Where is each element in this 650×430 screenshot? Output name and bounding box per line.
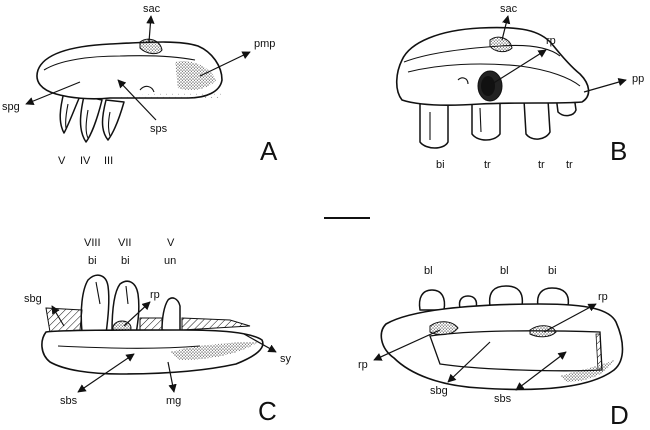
panel-c-label-rp: rp	[150, 289, 160, 301]
panel-d-tooth-type-2: bl	[500, 265, 509, 277]
panel-a-tooth-position-2: IV	[80, 155, 91, 167]
panel-c-label-sy: sy	[280, 353, 292, 365]
panel-c-label-sbs: sbs	[60, 395, 78, 407]
panel-a-label-sps: sps	[150, 123, 168, 135]
panel-c-tooth-type-3: un	[164, 255, 176, 267]
panel-d-tooth-type-3: bi	[548, 265, 557, 277]
panel-a-tooth-position-3: III	[104, 155, 113, 167]
panel-c: VIII VII V bi bi un sbg rp sy sbs mg C	[24, 237, 292, 426]
panel-b-tooth-type-4: tr	[566, 159, 573, 171]
panel-b: sac rp pp bi tr tr tr B	[396, 3, 644, 171]
panel-d-label-rp-right: rp	[598, 291, 608, 303]
panel-d-label-rp-left: rp	[358, 359, 368, 371]
panel-a-label-spg: spg	[2, 101, 20, 113]
panel-c-tooth-type-2: bi	[121, 255, 130, 267]
panel-c-tooth-position-2: VII	[118, 237, 131, 249]
panel-a-letter: A	[260, 136, 278, 166]
panel-d-label-sbs: sbs	[494, 393, 512, 405]
panel-b-tooth-type-1: bi	[436, 159, 445, 171]
panel-b-letter: B	[610, 136, 627, 166]
panel-a-label-sac: sac	[143, 3, 161, 15]
panel-c-tooth-type-1: bi	[88, 255, 97, 267]
panel-c-label-sbg: sbg	[24, 293, 42, 305]
panel-c-tooth-position-1: VIII	[84, 237, 101, 249]
panel-a-tooth-position-1: V	[58, 155, 66, 167]
panel-c-letter: C	[258, 396, 277, 426]
panel-b-label-sac: sac	[500, 3, 518, 15]
panel-d-label-sbg: sbg	[430, 385, 448, 397]
panel-b-label-rp: rp	[546, 35, 556, 47]
panel-c-tooth-position-3: V	[167, 237, 175, 249]
panel-c-label-mg: mg	[166, 395, 181, 407]
panel-b-tooth-type-3: tr	[538, 159, 545, 171]
panel-b-tooth-type-2: tr	[484, 159, 491, 171]
panel-d-tooth-type-1: bl	[424, 265, 433, 277]
panel-a: sac pmp spg sps V IV III A	[2, 3, 278, 167]
panel-b-label-pp: pp	[632, 73, 644, 85]
panel-d: bl bl bi rp rp sbg sbs D	[358, 265, 629, 430]
panel-a-label-pmp: pmp	[254, 38, 275, 50]
panel-d-letter: D	[610, 400, 629, 430]
